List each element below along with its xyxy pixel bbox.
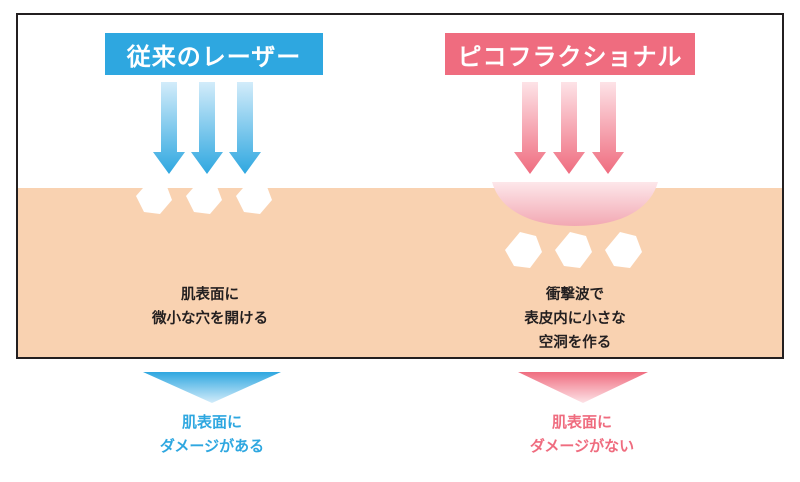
title-conventional-laser: 従来のレーザー <box>105 33 323 75</box>
down-arrow-2 <box>191 82 223 174</box>
down-arrow-1 <box>153 82 185 174</box>
caption-right-line2: 表皮内に小さな <box>524 311 626 327</box>
surface-holes <box>136 180 272 214</box>
shockwave-dome <box>492 182 658 226</box>
down-arrow-3 <box>229 82 261 174</box>
cavity-3 <box>605 232 642 268</box>
down-arrow-5 <box>553 82 585 174</box>
result-left-line2: ダメージがある <box>159 437 265 455</box>
caption-right: 衝撃波で 表皮内に小さな 空洞を作る <box>475 283 675 355</box>
laser-arrows-left <box>153 82 261 174</box>
caption-left-line2: 微小な穴を開ける <box>152 311 268 327</box>
result-triangle-right <box>518 372 648 403</box>
down-arrow-6 <box>592 82 624 174</box>
caption-right-line1: 衝撃波で <box>546 287 604 303</box>
result-right-line1: 肌表面に <box>551 413 612 431</box>
skin-layer <box>17 188 783 358</box>
result-right: 肌表面に ダメージがない <box>490 410 674 458</box>
surface-hole-1 <box>136 180 172 214</box>
caption-left: 肌表面に 微小な穴を開ける <box>120 283 300 331</box>
result-triangle-left <box>143 372 281 403</box>
title-conventional-laser-text: 従来のレーザー <box>126 42 302 71</box>
title-pico-fractional-text: ピコフラクショナル <box>457 42 683 71</box>
surface-hole-2 <box>186 180 222 214</box>
caption-right-line3: 空洞を作る <box>538 335 612 351</box>
diagram-frame <box>16 13 784 359</box>
caption-left-line1: 肌表面に <box>181 287 239 303</box>
result-right-line2: ダメージがない <box>529 437 635 455</box>
result-left-line1: 肌表面に <box>181 413 242 431</box>
laser-arrows-right <box>514 82 624 174</box>
down-arrow-4 <box>514 82 546 174</box>
cavity-1 <box>505 232 542 268</box>
cavity-2 <box>555 232 592 268</box>
title-pico-fractional: ピコフラクショナル <box>445 33 695 75</box>
result-left: 肌表面に ダメージがある <box>120 410 304 458</box>
subsurface-cavities <box>505 232 642 268</box>
surface-hole-3 <box>236 180 272 214</box>
